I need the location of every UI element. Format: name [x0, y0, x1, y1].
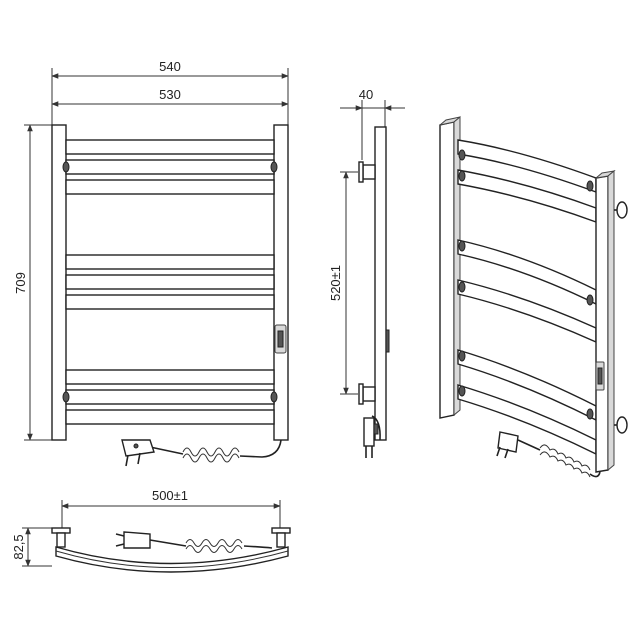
top-curved-body	[55, 546, 289, 573]
top-flange-left	[51, 527, 71, 534]
dim-label-inner-width: 530	[159, 87, 181, 102]
mount-knob	[270, 391, 278, 403]
wall-bracket-top	[362, 164, 376, 180]
heater-switch-button	[277, 330, 284, 348]
top-view: 500±1 82,5	[11, 488, 291, 573]
persp-switch-button	[597, 367, 603, 385]
top-cable	[243, 545, 273, 549]
persp-coiled-cord	[539, 444, 591, 478]
top-bracket-right	[276, 532, 286, 548]
top-cord-lead	[149, 539, 187, 547]
persp-rungs	[457, 139, 597, 456]
perspective-view	[439, 115, 628, 478]
mount-knob	[62, 161, 70, 173]
power-cable	[239, 439, 282, 458]
top-plug	[115, 531, 151, 549]
persp-cable	[589, 471, 601, 478]
persp-plug	[496, 431, 519, 459]
persp-left-post	[439, 121, 455, 419]
dim-label-mount-depth: 82,5	[11, 534, 26, 559]
persp-wall-mounts	[614, 201, 628, 434]
wall-bracket-bottom	[362, 386, 376, 402]
side-switch	[385, 329, 390, 353]
top-coiled-cord	[185, 539, 243, 553]
side-view: 40 520±1	[328, 87, 405, 458]
coiled-cord	[182, 447, 240, 463]
front-rungs	[65, 139, 275, 425]
persp-left-post-side	[453, 115, 461, 417]
cord-lead	[149, 446, 184, 455]
side-post	[374, 126, 387, 441]
dim-label-mount-width: 500±1	[152, 488, 188, 503]
dim-label-depth: 40	[359, 87, 373, 102]
top-curve-line	[55, 550, 289, 568]
persp-cord-lead	[517, 439, 541, 451]
dim-label-overall-width: 540	[159, 59, 181, 74]
top-bracket-left	[56, 532, 66, 548]
mount-knob	[62, 391, 70, 403]
wall-plate-bottom	[358, 383, 364, 405]
persp-right-post-side	[607, 169, 615, 472]
dim-label-center-distance: 520±1	[328, 265, 343, 301]
persp-rung-caps	[458, 149, 594, 420]
side-plug	[363, 417, 379, 458]
front-view: 540 530 709	[13, 59, 289, 467]
dim-label-height: 709	[13, 272, 28, 294]
mount-knob	[270, 161, 278, 173]
power-plug	[121, 439, 155, 467]
wall-plate-top	[358, 161, 364, 183]
persp-right-post	[595, 175, 609, 473]
top-flange-right	[271, 527, 291, 534]
